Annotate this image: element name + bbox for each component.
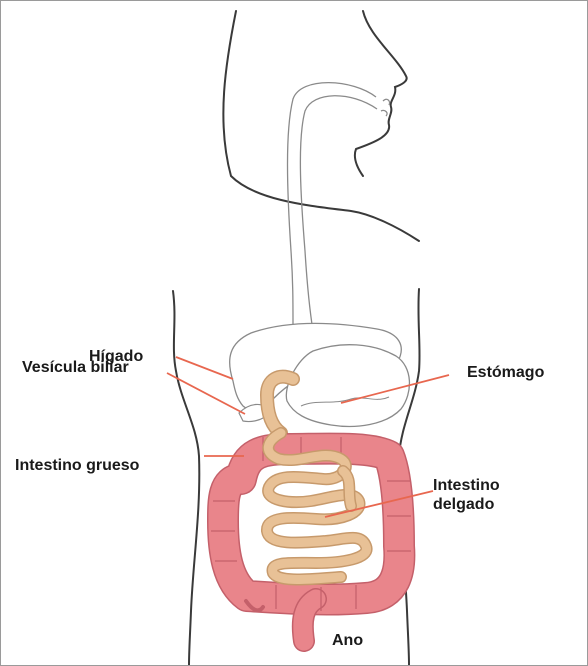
- esophagus: [288, 83, 390, 331]
- label-intestino-delgado-line2: delgado: [433, 495, 500, 514]
- label-vesicula-biliar: Vesícula biliar: [22, 358, 129, 377]
- face-profile-outline: [355, 11, 407, 176]
- label-intestino-delgado: Intestino delgado: [433, 476, 500, 514]
- stomach: [286, 345, 409, 427]
- label-estomago: Estómago: [467, 363, 544, 382]
- label-intestino-grueso: Intestino grueso: [15, 456, 139, 475]
- label-ano: Ano: [332, 631, 363, 650]
- label-intestino-delgado-line1: Intestino: [433, 476, 500, 495]
- left-torso-outline: [173, 291, 199, 665]
- leader-line-higado: [176, 357, 233, 379]
